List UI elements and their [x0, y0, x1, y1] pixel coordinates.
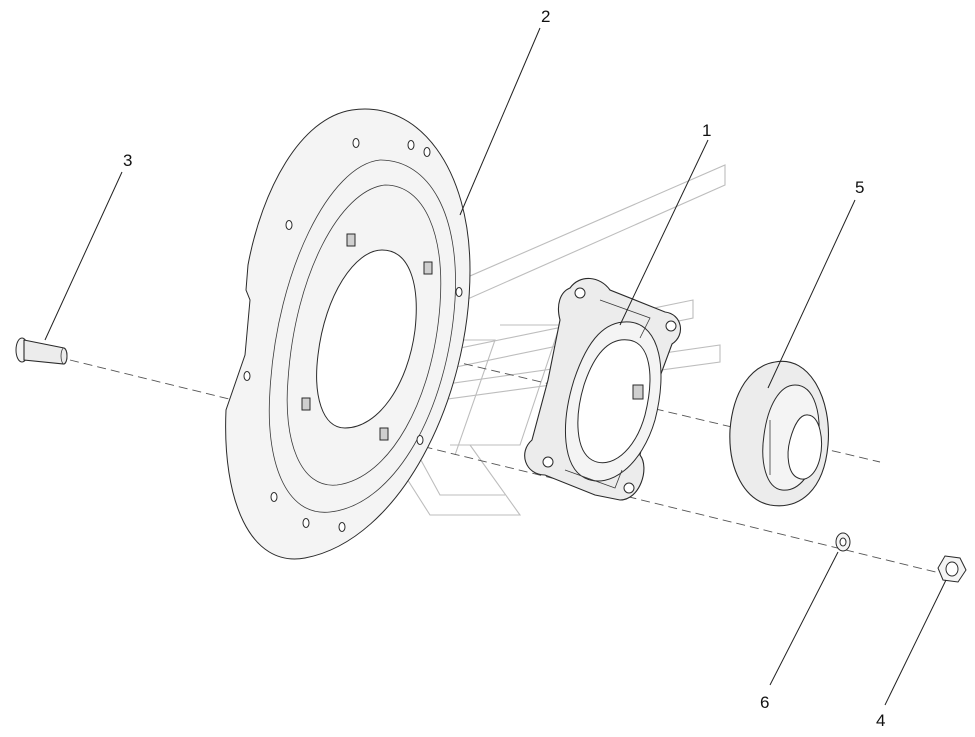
leader-2 [459, 27, 541, 216]
callout-6: 6 [760, 693, 769, 712]
flange-bore [577, 339, 651, 464]
flange-mount-holes [542, 287, 677, 494]
flange-rib-bottom [564, 469, 623, 489]
plate-outer-ring [268, 159, 456, 513]
leader-4 [884, 579, 947, 706]
flange-rib-top [599, 299, 651, 339]
bolt-shank [23, 339, 68, 365]
callout-1: 1 [702, 121, 711, 140]
callout-5: 5 [855, 178, 864, 197]
flange-lock-slot [632, 384, 644, 400]
leader-1 [619, 139, 709, 326]
callout-labels: 1 2 3 4 5 6 [123, 7, 885, 730]
plate-inner-ring [286, 184, 442, 486]
plate-center-bore [316, 249, 417, 429]
mounting-plate [225, 108, 471, 560]
washer [835, 532, 851, 552]
callout-3: 3 [123, 151, 132, 170]
nut [937, 555, 967, 583]
bearing-housing-flange [524, 277, 681, 501]
leader-5 [767, 199, 856, 389]
bearing-insert [729, 360, 830, 507]
bolt-tip [60, 347, 68, 365]
bearing-inner-bore [787, 414, 822, 480]
leader-3 [44, 171, 123, 341]
callout-4: 4 [876, 711, 885, 730]
callout-2: 2 [541, 7, 550, 26]
bolt [15, 337, 68, 365]
plate-studs [301, 233, 433, 441]
plate-bolt-holes [243, 138, 463, 532]
leader-lines [44, 27, 947, 706]
axis-lower [69, 359, 961, 579]
leader-6 [769, 551, 839, 686]
